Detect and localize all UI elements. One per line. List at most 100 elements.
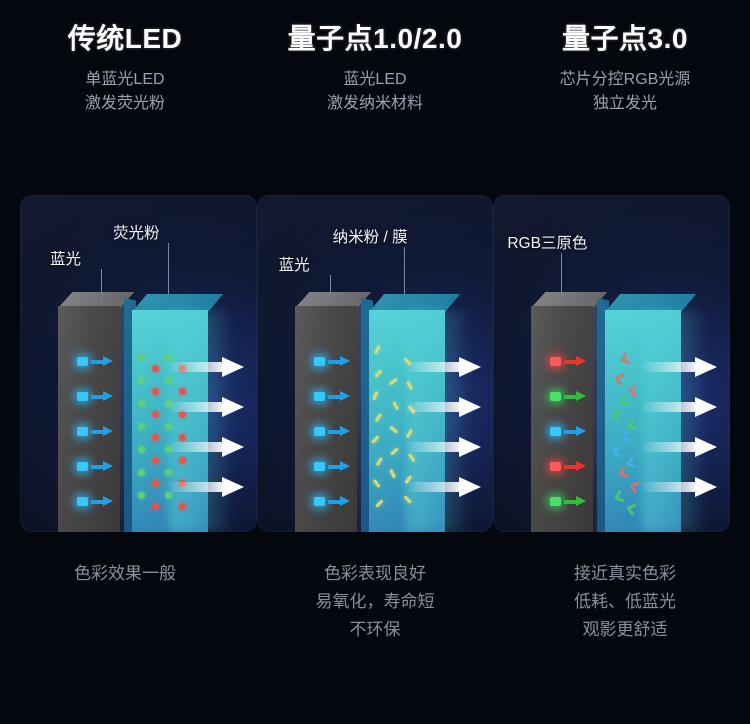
qd-plate-glow-1: [170, 310, 230, 532]
output-light-arrow: [641, 437, 725, 457]
beam-arrow-blue: [327, 391, 350, 402]
diagram-card-traditional-led: 蓝光 荧光粉: [20, 195, 257, 532]
emitter-blue: [313, 357, 325, 366]
caption-text-2: 色彩表现良好易氧化，寿命短不环保: [315, 564, 435, 640]
beam-arrow-blue: [564, 426, 587, 437]
beam-arrow-blue: [91, 426, 113, 437]
phosphor-dot: [138, 446, 145, 453]
header-column-3: 量子点3.0 芯片分控RGB光源独立发光: [500, 22, 750, 117]
beam-arrow-blue: [91, 391, 113, 402]
beam-arrow-red: [564, 356, 587, 367]
beam-arrow-blue: [327, 496, 350, 507]
caption-text-1: 色彩效果一般: [74, 564, 176, 583]
leader-line-right-2: [403, 247, 405, 299]
output-light-arrow: [404, 357, 489, 377]
beam-arrow-green: [564, 391, 587, 402]
callout-label-right-2: 纳米粉 / 膜: [332, 229, 408, 246]
emitter-blue: [313, 427, 325, 436]
output-light-arrow: [404, 397, 489, 417]
beam-arrow-blue: [91, 356, 113, 367]
emitter-red: [550, 357, 562, 366]
output-light-arrow: [641, 397, 725, 417]
output-light-arrow: [641, 357, 725, 377]
phosphor-dot: [179, 434, 186, 441]
emitter-blue: [313, 392, 325, 401]
output-light-arrow: [168, 357, 252, 377]
emitter-red: [550, 462, 562, 471]
phosphor-dot: [152, 365, 159, 372]
emitter-blue: [77, 497, 88, 506]
phosphor-dot: [179, 388, 186, 395]
output-light-arrow: [168, 437, 252, 457]
led-plate-front-1: [58, 306, 120, 532]
phosphor-dot: [165, 492, 172, 499]
output-light-arrow: [641, 477, 725, 497]
beam-arrow-blue: [327, 461, 350, 472]
output-light-arrow: [404, 437, 489, 457]
emitter-green: [550, 497, 562, 506]
caption-text-3: 接近真实色彩低耗、低蓝光观影更舒适: [574, 564, 676, 640]
output-light-arrow: [404, 477, 489, 497]
leader-line-right-1: [168, 243, 169, 299]
emitter-blue: [77, 357, 88, 366]
phosphor-dot: [138, 354, 145, 361]
caption-column-3: 接近真实色彩低耗、低蓝光观影更舒适: [500, 560, 750, 644]
callout-label-right-3: RGB三原色: [507, 235, 588, 252]
plate-stage-1: [20, 284, 257, 532]
emitter-blue: [313, 462, 325, 471]
plate-stage-3: [493, 284, 730, 532]
callout-label-left-1: 蓝光: [50, 251, 82, 268]
output-light-arrow: [168, 397, 252, 417]
phosphor-dot: [165, 423, 172, 430]
phosphor-dot: [152, 388, 159, 395]
emitter-blue: [313, 497, 325, 506]
emitter-blue: [77, 427, 88, 436]
phosphor-dot: [152, 411, 159, 418]
phosphor-dot: [179, 457, 186, 464]
beam-arrow-green: [564, 496, 587, 507]
column-title-3: 量子点3.0: [562, 23, 688, 54]
plate-stage-2: [257, 284, 494, 532]
caption-column-2: 色彩表现良好易氧化，寿命短不环保: [250, 560, 500, 644]
phosphor-dot: [165, 354, 172, 361]
emitter-blue: [550, 427, 562, 436]
phosphor-dot: [138, 469, 145, 476]
led-plate-front-3: [531, 306, 594, 532]
beam-arrow-blue: [91, 496, 113, 507]
beam-arrow-red: [564, 461, 587, 472]
callout-label-left-2: 蓝光: [278, 257, 310, 274]
phosphor-dot: [179, 503, 186, 510]
phosphor-dot: [152, 457, 159, 464]
emitter-green: [550, 392, 562, 401]
column-subtitle-3: 芯片分控RGB光源独立发光: [559, 70, 691, 113]
phosphor-dot: [138, 400, 145, 407]
phosphor-dot: [152, 480, 159, 487]
qd-plate-glow-3: [643, 310, 704, 532]
beam-arrow-blue: [91, 461, 113, 472]
caption-row: 色彩效果一般 色彩表现良好易氧化，寿命短不环保 接近真实色彩低耗、低蓝光观影更舒…: [0, 560, 750, 644]
column-title-1: 传统LED: [67, 23, 183, 54]
diagram-card-qd-1020: 蓝光 纳米粉 / 膜: [256, 195, 494, 532]
qd-plate-glow-2: [406, 310, 467, 532]
phosphor-dot: [165, 377, 172, 384]
phosphor-dot: [152, 503, 159, 510]
diagram-card-row: 蓝光 荧光粉: [0, 195, 750, 532]
diagram-card-qd-30: RGB三原色: [493, 195, 731, 532]
phosphor-dot: [179, 411, 186, 418]
phosphor-dot: [152, 434, 159, 441]
column-title-2: 量子点1.0/2.0: [287, 23, 463, 54]
led-plate-front-2: [294, 306, 357, 532]
phosphor-dot: [165, 469, 172, 476]
beam-arrow-blue: [327, 356, 350, 367]
emitter-blue: [77, 462, 88, 471]
emitter-blue: [77, 392, 88, 401]
phosphor-dot: [138, 377, 145, 384]
output-light-arrow: [168, 477, 252, 497]
caption-column-1: 色彩效果一般: [0, 560, 250, 644]
